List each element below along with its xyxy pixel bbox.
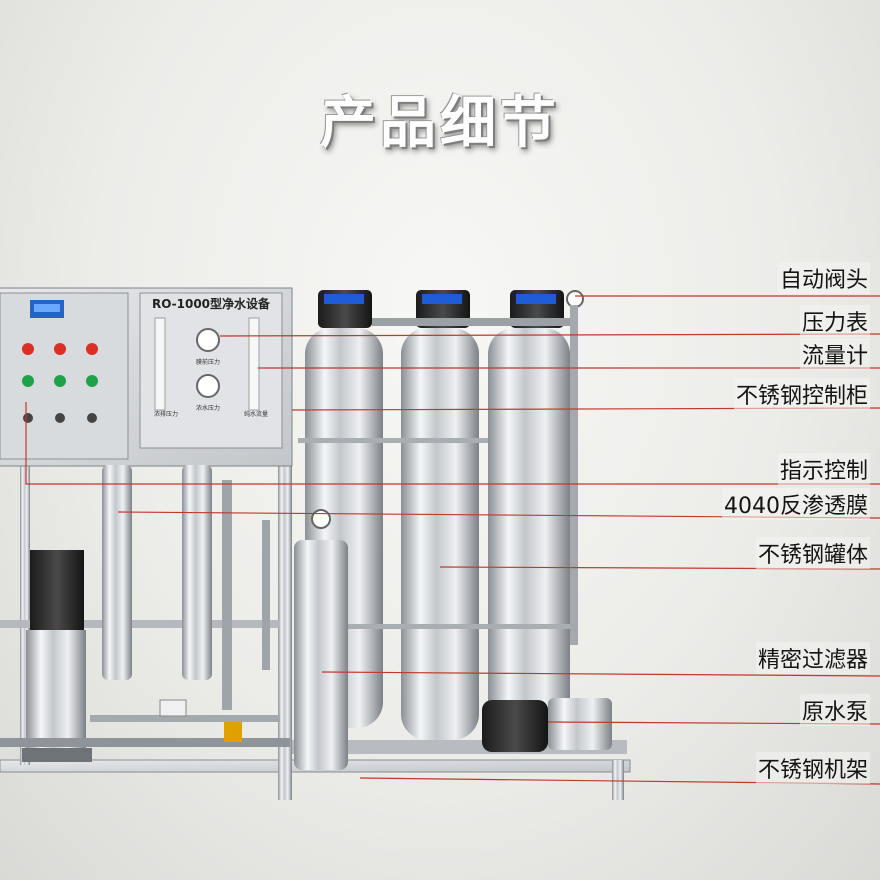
callout-raw-water-pump: 原水泵 <box>799 694 870 726</box>
callout-precision-filter: 精密过滤器 <box>755 642 870 674</box>
callout-steel-tank: 不锈钢罐体 <box>755 537 870 569</box>
callout-ro-membrane: 4040反渗透膜 <box>722 488 870 520</box>
callout-pressure-gauge: 压力表 <box>799 305 870 337</box>
flow-left-label: 浓排压力 <box>154 410 178 418</box>
control-cabinet: RO-1000型净水设备 膜前压力 浓水压力 浓排压力 纯水流量 <box>0 287 293 467</box>
callout-indicator-control: 指示控制 <box>777 453 870 485</box>
callout-flow-meter: 流量计 <box>799 338 870 370</box>
piping <box>0 699 290 747</box>
callout-auto-valve: 自动阀头 <box>777 262 870 294</box>
precision-filter <box>294 509 348 770</box>
indicator-lamps <box>22 343 98 423</box>
high-pressure-pump <box>22 550 92 762</box>
callout-control-cabinet: 不锈钢控制柜 <box>733 378 870 410</box>
page-title: 产品细节 <box>320 91 560 156</box>
ro-membranes <box>102 465 270 710</box>
callout-steel-frame: 不锈钢机架 <box>755 752 870 784</box>
panel-model-label: RO-1000型净水设备 <box>152 296 271 311</box>
flow-right-label: 纯水流量 <box>244 410 268 418</box>
raw-water-pump <box>482 698 612 752</box>
gauge-left-label: 膜前压力 <box>196 358 220 366</box>
gauge-right-label: 浓水压力 <box>196 404 220 412</box>
auto-valves <box>318 290 584 645</box>
